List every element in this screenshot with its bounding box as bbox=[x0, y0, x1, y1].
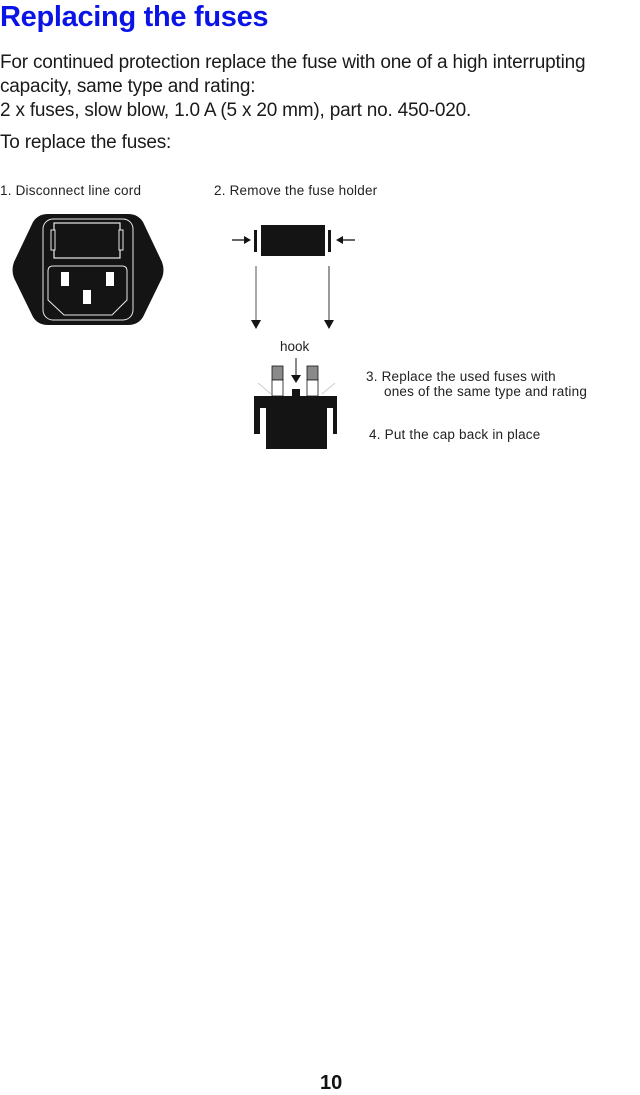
page-number: 10 bbox=[320, 1072, 343, 1094]
power-inlet-icon bbox=[12, 214, 164, 325]
arrow-down-icon bbox=[251, 266, 334, 329]
step-2-label: 2. Remove the fuse holder bbox=[214, 183, 378, 198]
intro-line-2: capacity, same type and rating: bbox=[0, 76, 256, 97]
step-3-label-line-2: ones of the same type and rating bbox=[384, 384, 588, 399]
instruction-text: To replace the fuses: bbox=[0, 132, 172, 153]
arrow-left-icon bbox=[336, 236, 355, 244]
step-4-label: 4. Put the cap back in place bbox=[369, 427, 541, 442]
fuse-diagram bbox=[12, 214, 355, 449]
fuse-cap-icon bbox=[254, 358, 337, 449]
step-1-label: 1. Disconnect line cord bbox=[0, 183, 142, 198]
intro-line-1: For continued protection replace the fus… bbox=[0, 52, 586, 73]
intro-line-3: 2 x fuses, slow blow, 1.0 A (5 x 20 mm),… bbox=[0, 100, 472, 121]
arrow-right-icon bbox=[232, 236, 251, 244]
page-title: Replacing the fuses bbox=[0, 1, 269, 33]
hook-label: hook bbox=[280, 339, 310, 354]
fuse-holder-icon bbox=[254, 225, 331, 256]
step-3-label-line-1: 3. Replace the used fuses with bbox=[366, 369, 556, 384]
